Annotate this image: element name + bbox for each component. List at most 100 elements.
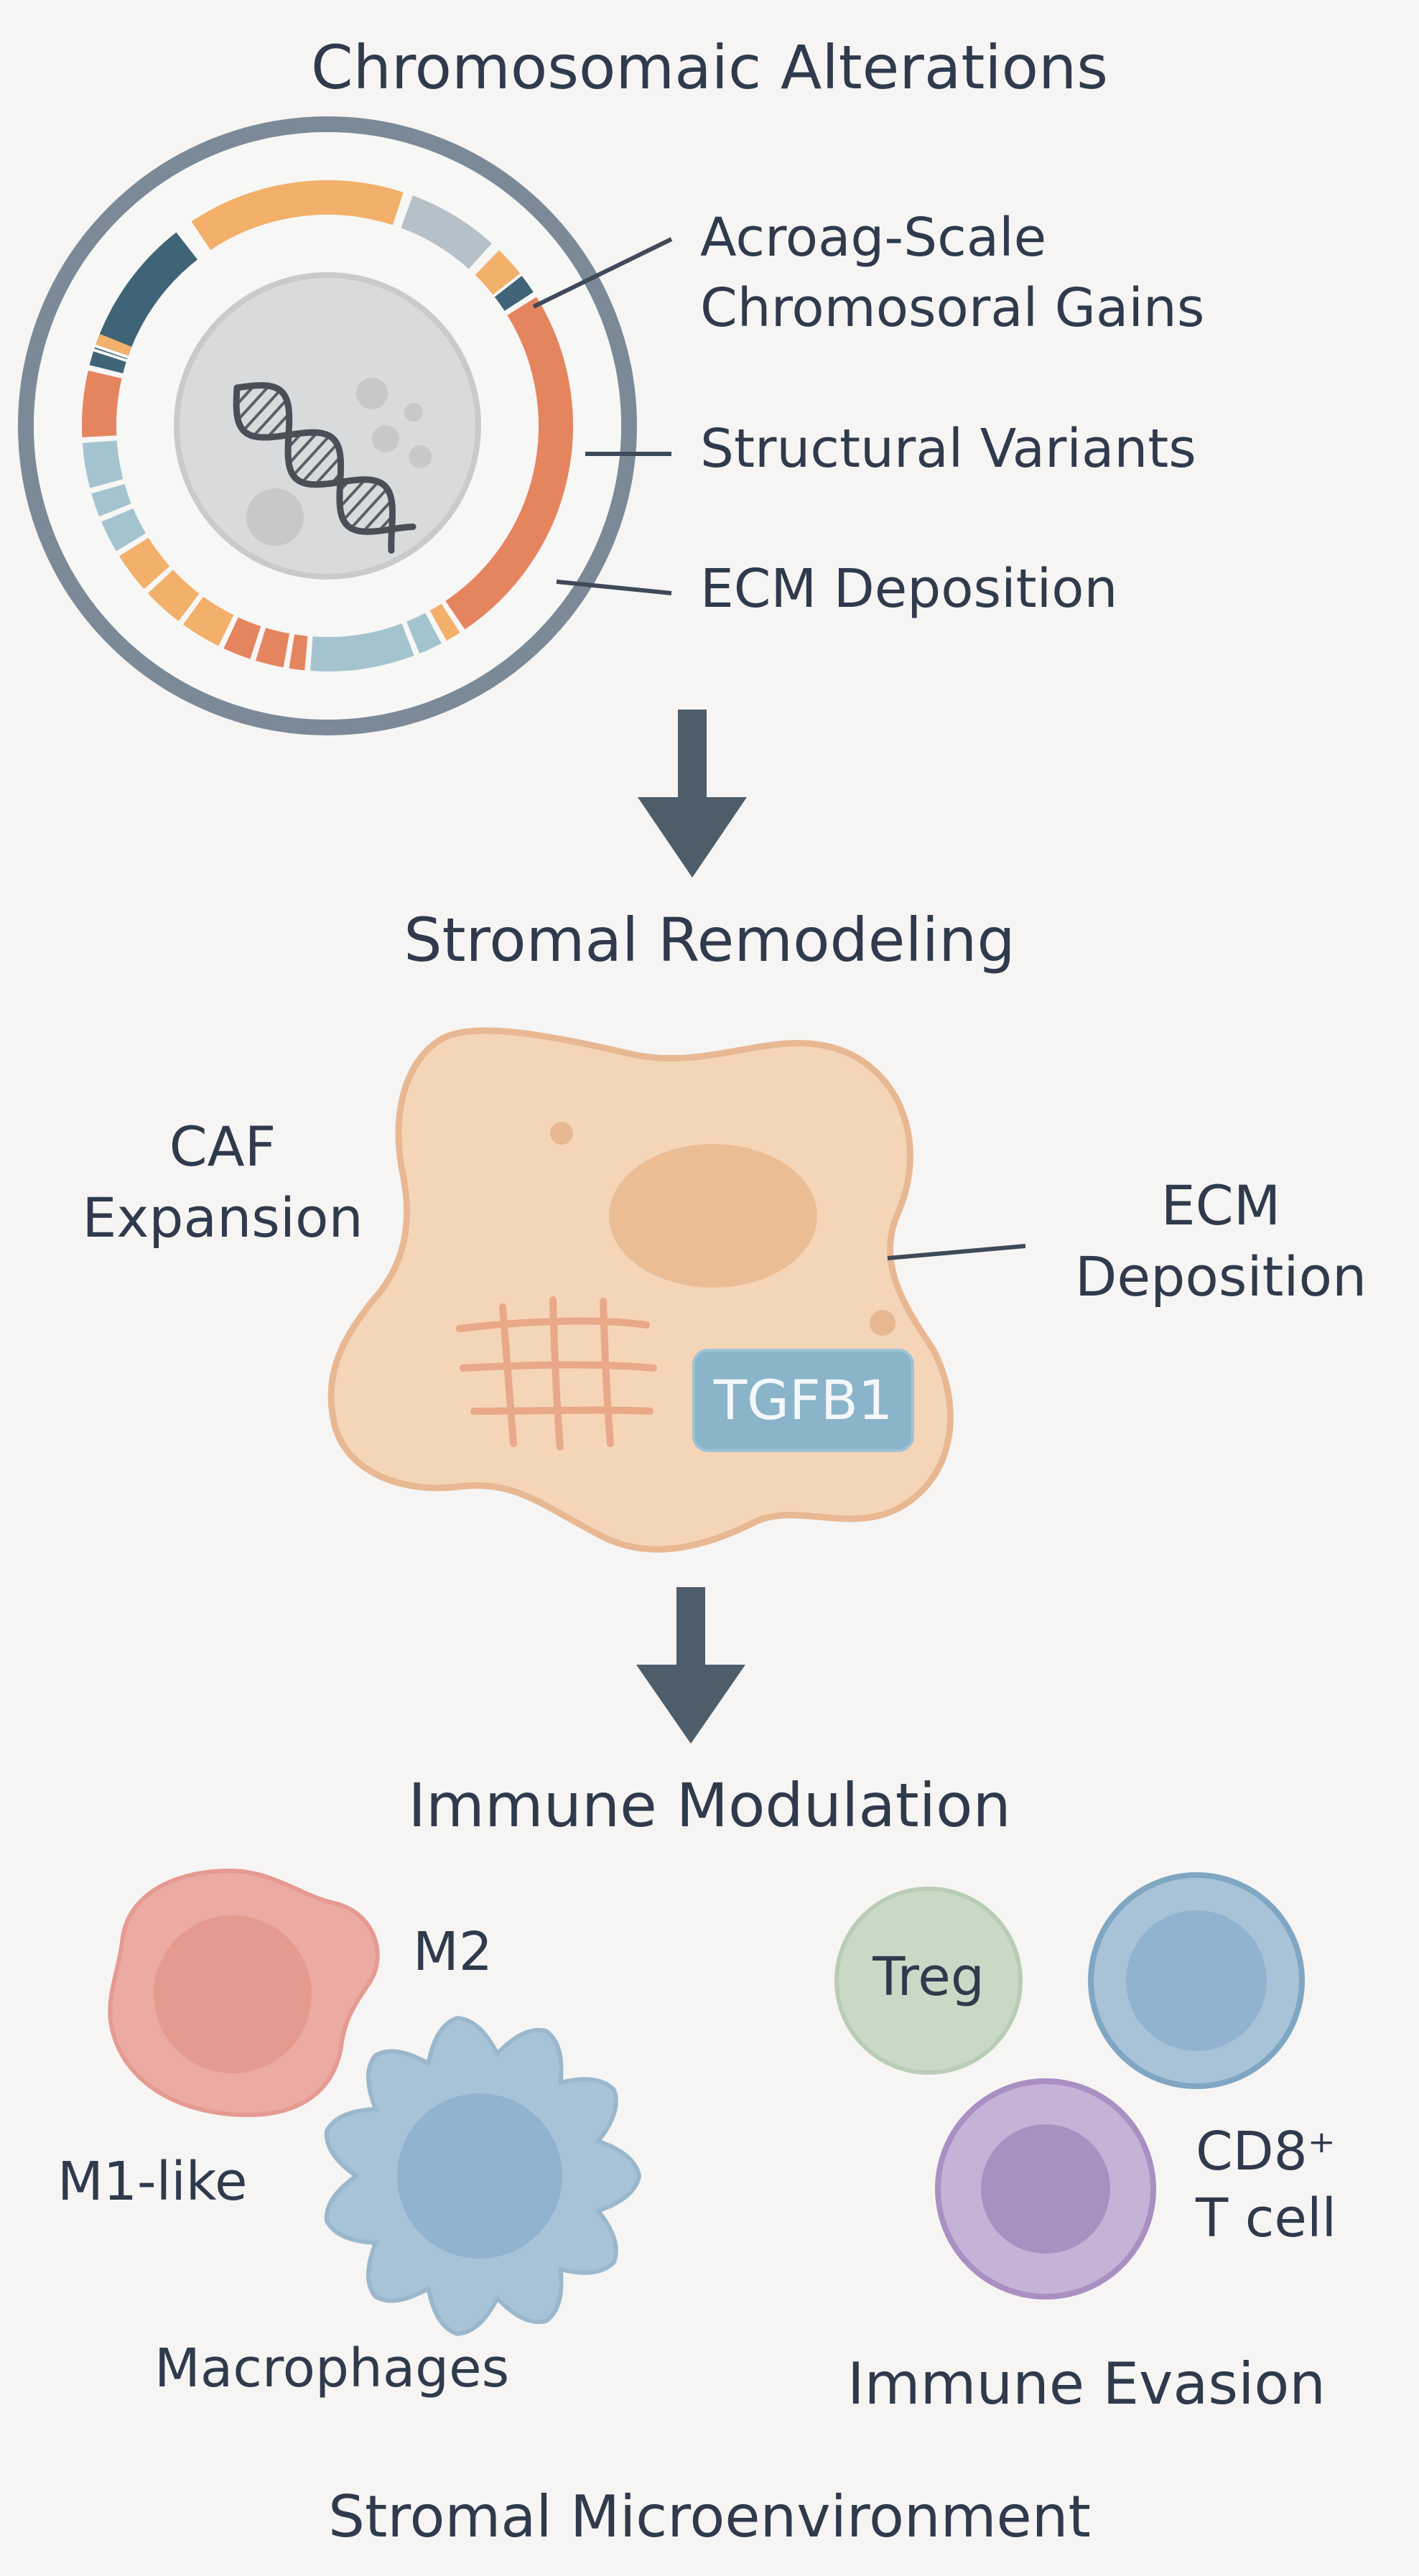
ring-segment <box>182 596 236 647</box>
nucleus-dot <box>246 488 304 546</box>
ring-separator <box>491 272 524 298</box>
ecm-fiber-mesh <box>456 1296 657 1451</box>
nucleus-dot <box>409 445 432 468</box>
cd8-label-line1: CD8⁺ <box>1196 2121 1336 2182</box>
treg-cell <box>834 1887 1023 2075</box>
ring-outer-border <box>18 116 637 735</box>
cd8-label-line2: T cell <box>1196 2187 1337 2249</box>
ring-separator <box>472 247 501 276</box>
ring-segment <box>118 537 171 590</box>
ring-separator <box>92 348 129 363</box>
ring-separator <box>87 364 125 377</box>
dna-rung <box>362 499 393 533</box>
nucleus-dot <box>356 378 388 409</box>
nucleus-dot <box>404 403 423 422</box>
m2-nucleus <box>154 1915 312 2073</box>
title-stromal-remodeling: Stromal Remodeling <box>404 905 1015 975</box>
tgfb1-badge-label: TGFB1 <box>713 1368 893 1432</box>
dna-rung <box>342 480 380 521</box>
ring-segment <box>429 603 462 641</box>
ring-segment <box>82 440 124 490</box>
dna-rung <box>301 442 338 484</box>
ecm-label-line2: Deposition <box>1074 1244 1367 1308</box>
ring-separator <box>187 220 212 254</box>
dna-rung <box>236 384 271 422</box>
ring-segment <box>190 180 404 251</box>
ring-segments <box>80 180 573 672</box>
ring-segment <box>91 483 132 519</box>
flow-arrow-1 <box>638 710 747 878</box>
ring-separator <box>80 435 118 441</box>
caf-cell <box>327 1027 954 1553</box>
caf-label-line1: CAF <box>169 1115 276 1178</box>
caf-granule <box>550 1122 573 1145</box>
ring-segment <box>399 195 492 269</box>
cell-nucleus <box>174 272 481 580</box>
cd8-cell-nucleus <box>981 2124 1110 2254</box>
tgfb1-badge-bg <box>692 1349 914 1452</box>
callout-label-structural: Structural Variants <box>700 418 1196 480</box>
ring-segment <box>445 295 573 630</box>
callout-label-gains: Acroag-Scale Chromosoral Gains <box>700 203 1204 343</box>
dna-rung <box>242 389 282 432</box>
ring-segment <box>82 371 122 439</box>
ring-separator <box>249 625 264 661</box>
ring-separator <box>401 620 418 657</box>
cd8-cell-blue <box>1088 1872 1305 2089</box>
caf-label-line2: Expansion <box>82 1185 363 1250</box>
macrophage-cell <box>324 2016 642 2336</box>
ring-separator <box>504 294 538 316</box>
callout-line-ecm <box>556 580 672 595</box>
ring-segment <box>289 634 310 671</box>
footer-stromal-microenvironment: Stromal Microenvironment <box>328 2483 1091 2550</box>
caf-granule <box>870 1310 895 1336</box>
dna-strand <box>233 384 417 535</box>
cd8-t-cell <box>935 2078 1156 2300</box>
label-m1-like: M1-like <box>57 2151 248 2213</box>
macrophage-nucleus <box>397 2093 562 2259</box>
ring-segment <box>256 628 292 668</box>
caf-cell-body <box>327 1027 954 1553</box>
label-m2: M2 <box>413 1921 493 1983</box>
dna-rung <box>252 399 288 437</box>
ring-segment <box>223 617 263 660</box>
label-treg: Treg <box>873 1946 985 2008</box>
ring-separator <box>218 613 237 649</box>
ring-segment <box>493 274 534 312</box>
ring-segment <box>95 333 132 358</box>
ecm-label-line1: ECM <box>1160 1173 1281 1237</box>
ring-segment <box>406 612 443 654</box>
ring-separator <box>424 610 445 645</box>
ring-separator <box>283 632 293 670</box>
ring-separator <box>440 600 464 634</box>
ring-separator <box>93 344 130 359</box>
blue-cell-nucleus <box>1126 1910 1267 2051</box>
dna-rung <box>292 434 331 477</box>
callout-gains-line1: Acroag-Scale <box>700 207 1047 269</box>
nucleus-dot <box>372 425 399 452</box>
ring-separator <box>304 634 311 672</box>
ring-separator <box>115 532 149 554</box>
chromosome-ring <box>18 116 637 735</box>
callout-gains-line2: Chromosoral Gains <box>700 276 1205 339</box>
label-cd8-t-cell: CD8⁺ T cell <box>1196 2119 1336 2251</box>
label-macrophages: Macrophages <box>154 2338 510 2399</box>
treg-cell-body <box>834 1887 1023 2075</box>
dna-strand <box>233 382 396 554</box>
ring-segment <box>310 623 416 671</box>
ring-segment <box>147 569 201 623</box>
callout-lines <box>532 237 673 595</box>
dna-rung <box>338 478 367 508</box>
dna-rung <box>350 488 389 529</box>
ring-separator <box>177 592 203 624</box>
title-immune-modulation: Immune Modulation <box>408 1770 1011 1841</box>
dna-icon <box>233 382 417 554</box>
dna-rung <box>266 412 291 439</box>
ring-segment <box>101 508 147 553</box>
caf-nucleus <box>609 1144 817 1288</box>
callout-line-gains <box>532 237 673 309</box>
title-chromosomal-alterations: Chromosomaic Alterations <box>311 32 1108 103</box>
ring-segment <box>89 350 127 376</box>
